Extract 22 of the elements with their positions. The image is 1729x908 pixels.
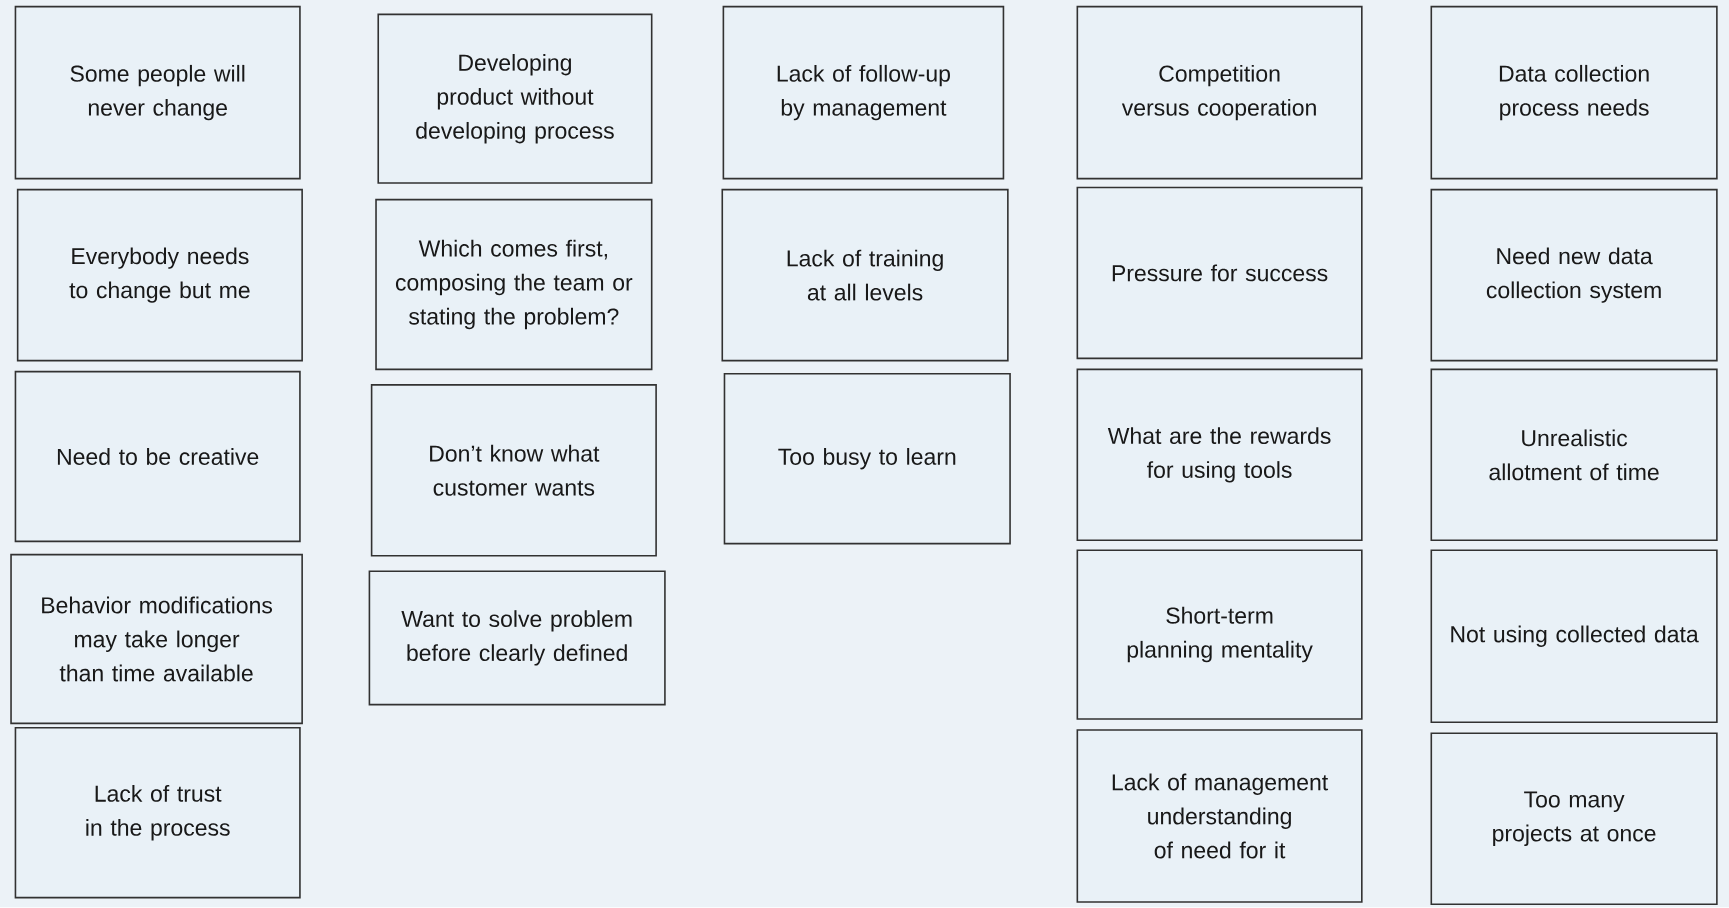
sticky-note-box: Lack of follow-up by management bbox=[722, 6, 1005, 180]
sticky-note-box: Lack of training at all levels bbox=[721, 189, 1009, 362]
sticky-note-box: Some people will never change bbox=[14, 6, 301, 180]
sticky-note-box: Competition versus cooperation bbox=[1076, 6, 1363, 180]
sticky-note-box: Pressure for success bbox=[1076, 186, 1363, 360]
sticky-note-box: Want to solve problem before clearly defined bbox=[368, 570, 666, 706]
sticky-note-box: Lack of trust in the process bbox=[14, 727, 301, 899]
sticky-note-box: Need new data collection system bbox=[1430, 189, 1718, 362]
sticky-note-box: Lack of management understanding of need for it bbox=[1076, 729, 1363, 904]
sticky-note-box: What are the rewards for using tools bbox=[1076, 368, 1363, 542]
sticky-note-box: Don’t know what customer wants bbox=[370, 384, 657, 557]
sticky-note-box: Everybody needs to change but me bbox=[16, 189, 303, 362]
sticky-note-box: Developing product without developing process bbox=[377, 13, 653, 185]
sticky-note-box: Unrealistic allotment of time bbox=[1430, 368, 1718, 542]
sticky-note-box: Behavior modifications may take longer than time available bbox=[10, 554, 303, 725]
sticky-note-box: Too many projects at once bbox=[1430, 732, 1718, 906]
sticky-note-box: Too busy to learn bbox=[723, 373, 1011, 545]
sticky-note-box: Data collection process needs bbox=[1430, 6, 1718, 180]
sticky-note-box: Need to be creative bbox=[14, 371, 301, 543]
sticky-note-box: Short-term planning mentality bbox=[1076, 549, 1363, 720]
sticky-note-box: Which comes first, composing the team or stating the problem? bbox=[375, 199, 653, 371]
sticky-note-box: Not using collected data bbox=[1430, 549, 1718, 724]
